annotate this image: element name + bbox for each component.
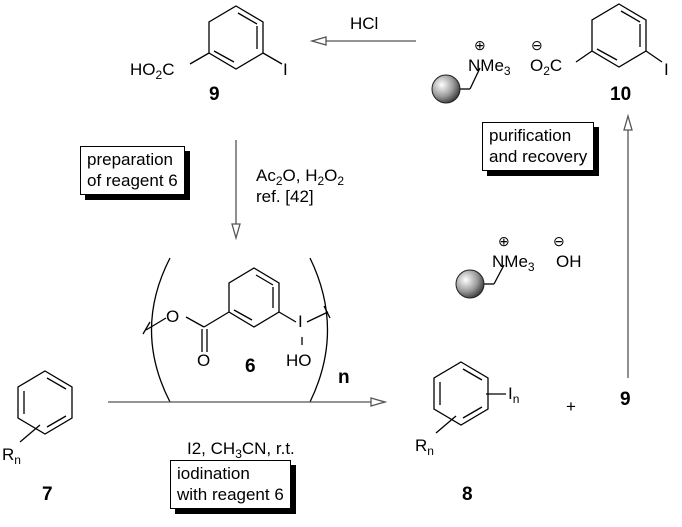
compound-8-iodo: In [508, 384, 520, 406]
compound-10-iodine: I [664, 60, 669, 79]
oxidation-reagents: Ac2O, H2O2 [256, 166, 345, 188]
compound-10-ring [575, 3, 663, 68]
resin-bead-10 [431, 74, 461, 104]
hcl-arrow [309, 36, 416, 46]
compound-8-substituent: Rn [415, 436, 434, 458]
compound-7-substituent: Rn [2, 445, 21, 467]
compound-9-carboxyl: HO2C [130, 60, 175, 82]
compound-9-iodine: I [283, 60, 288, 79]
plus-charge: ⊕ [474, 37, 486, 53]
compound-7-number: 7 [42, 484, 53, 505]
resin-minus-charge: ⊖ [553, 233, 565, 249]
reagent-6-hydroxy: HO [286, 351, 312, 370]
iodination-arrow [108, 397, 388, 407]
reagent-6-structure [142, 257, 331, 403]
resin-plus-charge: ⊕ [498, 233, 510, 249]
compound-9-number: 9 [209, 84, 220, 105]
byproduct-9-number: 9 [620, 389, 631, 410]
compound-7-ring [17, 370, 73, 443]
oxidation-arrow [231, 140, 241, 241]
compound-10-anion: O2C [530, 56, 563, 78]
hcl-label: HCl [350, 14, 379, 33]
compound-10-number: 10 [610, 84, 632, 105]
resin-bead-oh [455, 269, 485, 299]
oxidation-reference: ref. [42] [256, 187, 314, 206]
reagent-6-number: 6 [245, 356, 256, 377]
compound-10-cation: NMe3 [468, 56, 511, 78]
repeat-unit-n: n [338, 367, 350, 388]
compound-9-ring [189, 5, 283, 70]
resin-cation: NMe3 [492, 252, 535, 274]
resin-hydroxide: OH [556, 252, 582, 271]
reagent-6-carbonyl-oxygen: O [197, 351, 211, 370]
recovery-arrow [623, 113, 633, 378]
compound-8-number: 8 [462, 484, 473, 505]
minus-charge: ⊖ [531, 37, 543, 53]
iodination-conditions: I2, CH3CN, r.t. [187, 439, 295, 461]
reagent-6-iodine: I [298, 312, 303, 331]
plus-sign: + [566, 397, 576, 416]
reagent-6-ester-oxygen: O [166, 307, 180, 326]
compound-8-ring [433, 361, 506, 434]
